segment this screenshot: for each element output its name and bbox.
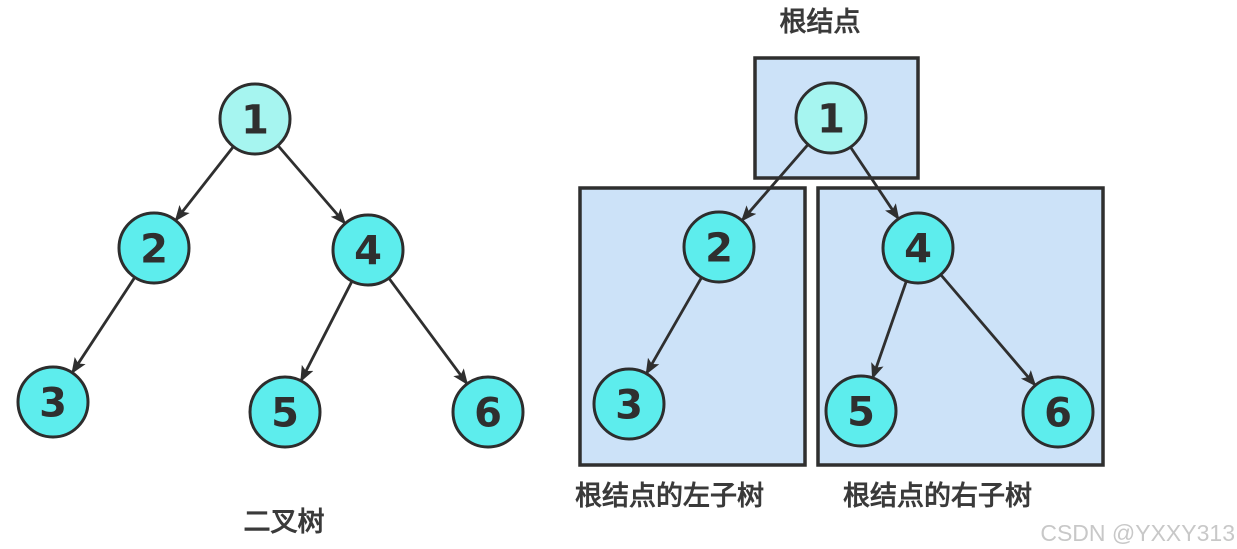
node-label: 6	[474, 390, 502, 436]
right-edge-1-2	[740, 143, 810, 222]
node-circle	[682, 210, 756, 284]
node-circle	[117, 211, 191, 285]
node-label: 4	[354, 228, 382, 274]
left-tree-caption: 二叉树	[244, 507, 325, 538]
left-tree: 1 2 4 3 5 6 二叉树	[16, 82, 525, 538]
right-edge-2-3	[645, 276, 703, 375]
node-label: 6	[1044, 390, 1072, 436]
node-circle	[1021, 375, 1095, 449]
left-edge-1-4	[276, 144, 347, 225]
right-tree-node-2: 2	[682, 210, 756, 284]
left-subtree-caption: 根结点的左子树	[575, 480, 764, 512]
node-label: 1	[817, 96, 845, 142]
left-tree-node-5: 5	[248, 375, 322, 449]
right-decomposition: 1 2 4 3 5 6 根结点 根结点的左子树 根结点的右子树	[575, 7, 1105, 512]
right-subtree-caption: 根结点的右子树	[843, 480, 1032, 512]
node-label: 5	[847, 389, 875, 435]
left-edge-4-5	[299, 280, 354, 383]
node-label: 2	[705, 225, 733, 271]
right-edge-4-6	[939, 273, 1037, 387]
left-tree-node-4: 4	[331, 213, 405, 287]
left-tree-node-6: 6	[451, 375, 525, 449]
node-circle	[451, 375, 525, 449]
node-label: 1	[241, 97, 269, 143]
node-circle	[794, 81, 868, 155]
right-tree-node-6: 6	[1021, 375, 1095, 449]
right-tree-node-1: 1	[794, 81, 868, 155]
node-label: 3	[39, 380, 67, 426]
node-label: 5	[271, 390, 299, 436]
watermark: CSDN @YXXY313	[1040, 520, 1235, 546]
left-edge-1-2	[174, 145, 235, 222]
root-caption: 根结点	[780, 7, 861, 38]
left-tree-node-3: 3	[16, 365, 90, 439]
node-label: 2	[140, 226, 168, 272]
node-circle	[881, 211, 955, 285]
left-tree-node-2: 2	[117, 211, 191, 285]
node-circle	[218, 82, 292, 156]
left-edge-4-6	[387, 277, 469, 386]
node-circle	[592, 367, 666, 441]
node-label: 3	[615, 382, 643, 428]
right-tree-node-4: 4	[881, 211, 955, 285]
left-edge-2-3	[71, 276, 136, 374]
right-tree-node-5: 5	[824, 374, 898, 448]
left-tree-node-1: 1	[218, 82, 292, 156]
node-circle	[331, 213, 405, 287]
right-edge-1-4	[849, 146, 900, 221]
node-circle	[248, 375, 322, 449]
node-label: 4	[904, 226, 932, 272]
node-circle	[16, 365, 90, 439]
right-tree-node-3: 3	[592, 367, 666, 441]
node-circle	[824, 374, 898, 448]
right-edge-4-5	[871, 280, 908, 380]
